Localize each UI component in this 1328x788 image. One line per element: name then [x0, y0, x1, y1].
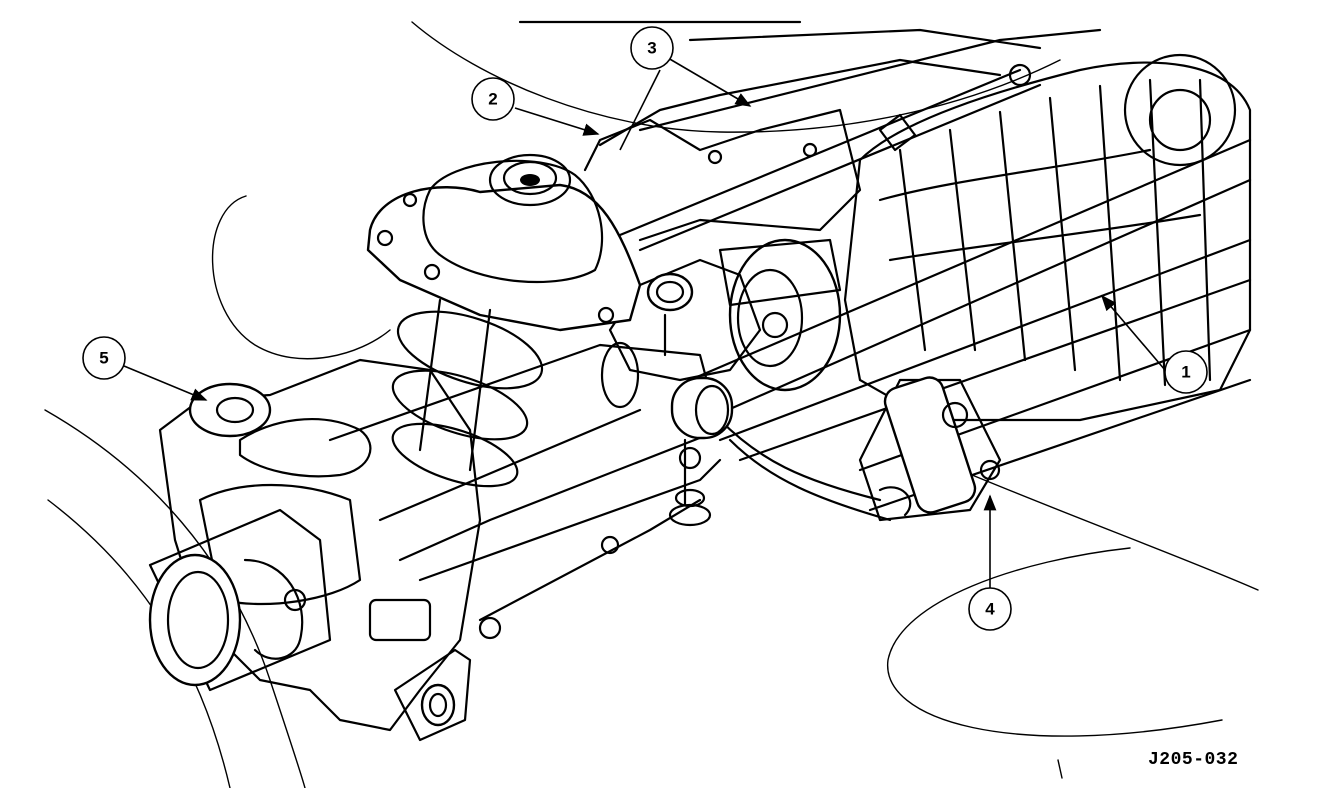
callout-1: 1	[1100, 294, 1208, 394]
shock-stud	[668, 438, 712, 527]
callout-4-label: 4	[985, 600, 995, 619]
callout-2-label: 2	[488, 90, 497, 109]
callout-5-label: 5	[99, 349, 108, 368]
pinion-yoke	[718, 238, 842, 392]
track-bar	[688, 138, 1252, 522]
callout-2: 2	[471, 77, 600, 136]
stabilizer-bar	[718, 418, 892, 522]
spring-mount	[366, 153, 642, 332]
figure-code: J205-032	[1148, 750, 1239, 770]
callout-3-label: 3	[647, 39, 656, 58]
coil-spring	[391, 298, 544, 488]
callout-4: 4	[968, 494, 1012, 631]
axle-bracket	[608, 258, 762, 382]
hub-bore	[148, 508, 332, 692]
frame-rail	[518, 20, 1102, 252]
callout-3: 3	[619, 26, 752, 151]
callout-5: 5	[82, 336, 208, 401]
callout-1-label: 1	[1181, 363, 1190, 382]
axle-tube	[328, 341, 734, 640]
